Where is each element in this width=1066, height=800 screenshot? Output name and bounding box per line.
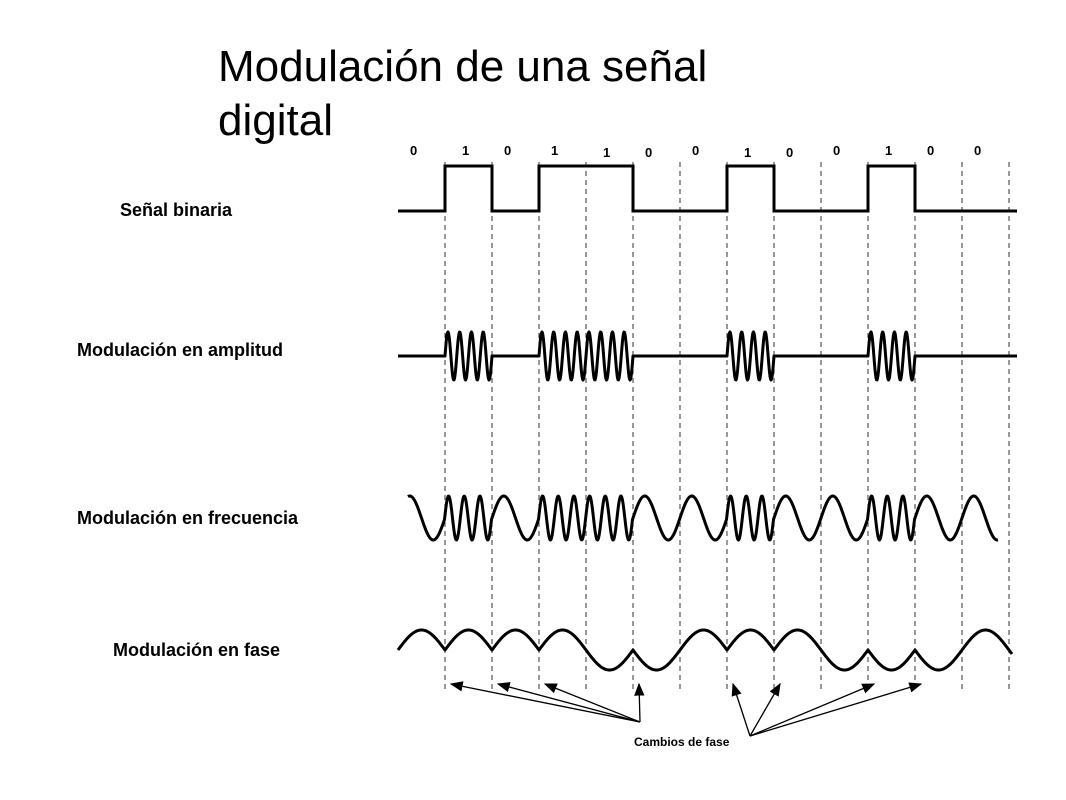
label-phase-modulation: Modulación en fase: [113, 640, 281, 660]
bit-label: 1: [603, 145, 610, 160]
bit-label: 0: [410, 143, 417, 158]
bit-label: 0: [974, 143, 981, 158]
amplitude-modulation-waveform: [397, 330, 1018, 382]
phase-change-arrow: [749, 683, 876, 737]
bit-label: 0: [786, 145, 793, 160]
phase-modulation-waveform: [396, 628, 1014, 672]
bit-label: 1: [551, 143, 558, 158]
phase-change-arrow: [731, 682, 751, 737]
phase-change-arrow: [449, 681, 641, 723]
binary-signal-waveform: [398, 164, 1017, 213]
bit-boundary-lines: [444, 162, 1010, 693]
bit-labels: 0 1 0 1 1 0 0 1 0 0 1 0 0: [410, 143, 981, 160]
slide-title: Modulación de una señal digital: [218, 42, 708, 145]
phase-change-arrow: [749, 682, 923, 737]
bit-label: 0: [833, 143, 840, 158]
bit-label: 0: [692, 143, 699, 158]
bit-label: 1: [462, 143, 469, 158]
phase-change-arrow: [634, 682, 645, 723]
phase-change-arrow: [496, 682, 641, 723]
bit-label: 1: [744, 145, 751, 160]
bit-label: 1: [885, 143, 892, 158]
frequency-modulation-waveform: [407, 494, 999, 542]
phase-change-arrow: [543, 683, 641, 723]
phase-change-arrows: [449, 681, 923, 737]
label-frequency-modulation: Modulación en frecuencia: [77, 508, 299, 528]
label-binary-signal: Señal binaria: [120, 200, 233, 220]
label-amplitude-modulation: Modulación en amplitud: [77, 340, 283, 360]
phase-change-arrow: [749, 682, 781, 737]
phase-change-annotation: Cambios de fase: [634, 735, 730, 749]
bit-label: 0: [645, 145, 652, 160]
bit-label: 0: [504, 143, 511, 158]
bit-label: 0: [927, 143, 934, 158]
